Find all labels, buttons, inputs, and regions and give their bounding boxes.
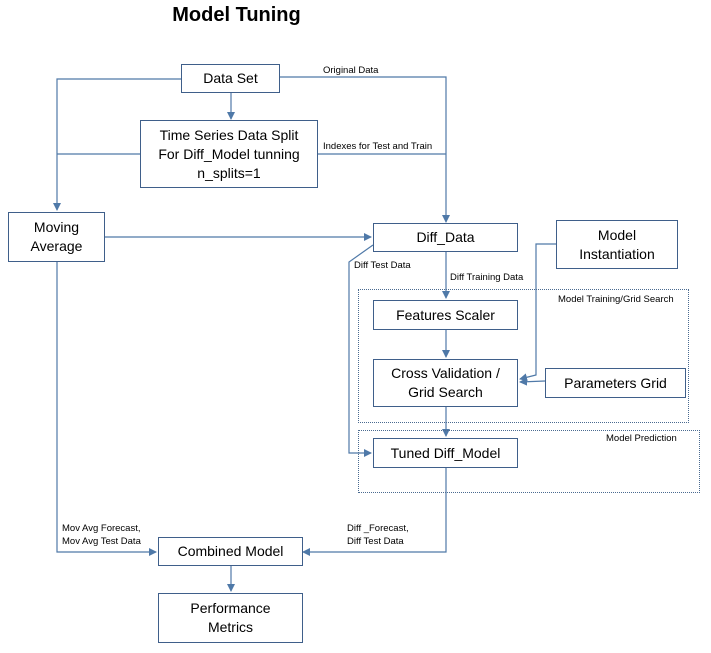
node-moving-average-line-2: Average xyxy=(30,238,83,254)
node-combined-model-label: Combined Model xyxy=(177,543,284,559)
edge-diff-data-to-tuned-model xyxy=(348,244,374,457)
edge-moving-average-to-combined xyxy=(56,262,157,556)
node-moving-average: Moving Average xyxy=(8,212,105,262)
node-time-series-split: Time Series Data Split For Diff_Model tu… xyxy=(140,120,318,188)
edge-model-inst-to-cv xyxy=(519,243,556,382)
edge-label-diff-training-data: Diff Training Data xyxy=(450,272,524,283)
node-performance-metrics: Performance Metrics xyxy=(158,593,303,643)
node-model-instantiation-line-2: Instantiation xyxy=(579,245,655,262)
node-tuned-diff-model: Tuned Diff_Model xyxy=(373,438,518,468)
edge-label-diff-test-data: Diff Test Data xyxy=(354,260,411,271)
diagram-title: Model Tuning xyxy=(172,4,301,26)
node-split-line-3: n_splits=1 xyxy=(197,164,261,181)
node-moving-average-line-1: Moving xyxy=(33,219,80,235)
node-parameters-grid: Parameters Grid xyxy=(545,368,686,398)
group-model-prediction xyxy=(358,430,700,493)
edge-label-diff-forecast-2: Diff Test Data xyxy=(347,536,404,547)
node-features-scaler: Features Scaler xyxy=(373,300,518,330)
node-data-set: Data Set xyxy=(181,64,280,93)
node-tuned-diff-model-label: Tuned Diff_Model xyxy=(390,444,501,461)
node-model-instantiation-line-1: Model xyxy=(597,226,637,243)
edge-tuned-to-combined xyxy=(302,468,447,556)
node-diff-data-label: Diff_Data xyxy=(416,229,475,245)
edge-params-to-cv xyxy=(519,377,546,386)
group-model-prediction-label: Model Prediction xyxy=(606,433,677,444)
node-features-scaler-label: Features Scaler xyxy=(396,306,495,323)
edge-label-original-data: Original Data xyxy=(323,65,379,76)
node-performance-metrics-line-1: Performance xyxy=(190,600,271,616)
group-model-training xyxy=(358,289,689,423)
edge-label-mov-avg-1: Mov Avg Forecast, xyxy=(62,523,141,534)
node-diff-data: Diff_Data xyxy=(373,223,518,252)
node-cross-validation-line-1: Cross Validation / xyxy=(391,365,500,381)
edge-label-indexes: Indexes for Test and Train xyxy=(323,141,433,152)
node-data-set-label: Data Set xyxy=(203,70,258,86)
node-split-line-2: For Diff_Model tunning xyxy=(158,145,300,162)
node-parameters-grid-label: Parameters Grid xyxy=(564,374,667,391)
node-split-line-1: Time Series Data Split xyxy=(159,126,299,143)
node-performance-metrics-line-2: Metrics xyxy=(207,619,254,635)
node-model-instantiation: Model Instantiation xyxy=(556,220,678,269)
node-cross-validation: Cross Validation / Grid Search xyxy=(373,359,518,407)
group-model-training-label: Model Training/Grid Search xyxy=(558,294,674,305)
node-combined-model: Combined Model xyxy=(158,537,303,566)
node-cross-validation-line-2: Grid Search xyxy=(408,384,483,400)
edge-dataset-to-diff-data xyxy=(280,76,450,223)
edge-label-diff-forecast-1: Diff _Forecast, xyxy=(347,523,409,534)
edge-dataset-to-moving-average xyxy=(53,78,181,211)
edge-label-mov-avg-2: Mov Avg Test Data xyxy=(62,536,141,547)
